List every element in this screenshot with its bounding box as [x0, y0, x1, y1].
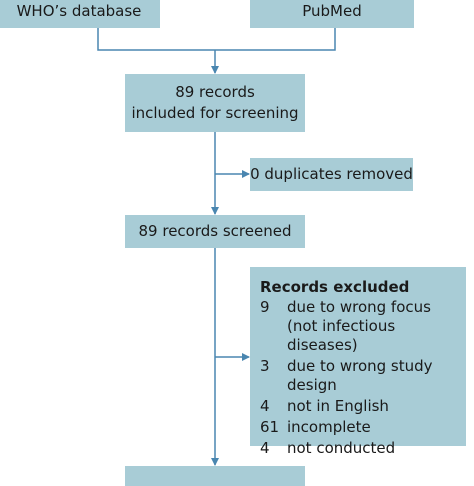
records-screened-box: 89 records screened [125, 215, 305, 248]
excluded-item: 61 incomplete [260, 418, 458, 437]
excluded-item-reason: incomplete [287, 418, 371, 436]
who-database-box: WHO’s database [0, 0, 160, 28]
records-excluded-box: Records excluded 9 due to wrong focus (n… [250, 267, 466, 457]
excluded-item-reason: not in English [287, 397, 389, 415]
duplicates-removed-box: 0 duplicates removed [250, 158, 413, 191]
who-database-label: WHO’s database [16, 1, 142, 20]
records-included-label: included for screening [131, 104, 299, 122]
records-screened-label: 89 records screened [138, 222, 292, 240]
records-included-count: 89 records [175, 83, 255, 101]
connector-lines [97, 28, 336, 466]
records-included-box: 89 records included for screening [125, 74, 305, 132]
excluded-item: 9 due to wrong focus (not infectious dis… [260, 298, 458, 355]
pubmed-label: PubMed [302, 1, 362, 20]
excluded-item: 3 due to wrong study design [260, 357, 458, 395]
excluded-item: 4 not conducted [260, 439, 458, 458]
records-excluded-title: Records excluded [260, 278, 410, 296]
excluded-item-reason: due to wrong study design [287, 357, 433, 394]
final-records-box [125, 466, 305, 486]
excluded-item: 4 not in English [260, 397, 458, 416]
excluded-item-count: 61 [260, 418, 280, 436]
duplicates-removed-label: 0 duplicates removed [250, 165, 413, 183]
excluded-item-count: 3 [260, 357, 270, 375]
excluded-item-count: 4 [260, 439, 270, 457]
excluded-item-reason: not conducted [287, 439, 396, 457]
excluded-item-reason: due to wrong focus (not infectious disea… [287, 298, 431, 354]
excluded-item-count: 4 [260, 397, 270, 415]
pubmed-box: PubMed [250, 0, 414, 28]
merge-connector [97, 28, 336, 51]
excluded-item-count: 9 [260, 298, 270, 316]
